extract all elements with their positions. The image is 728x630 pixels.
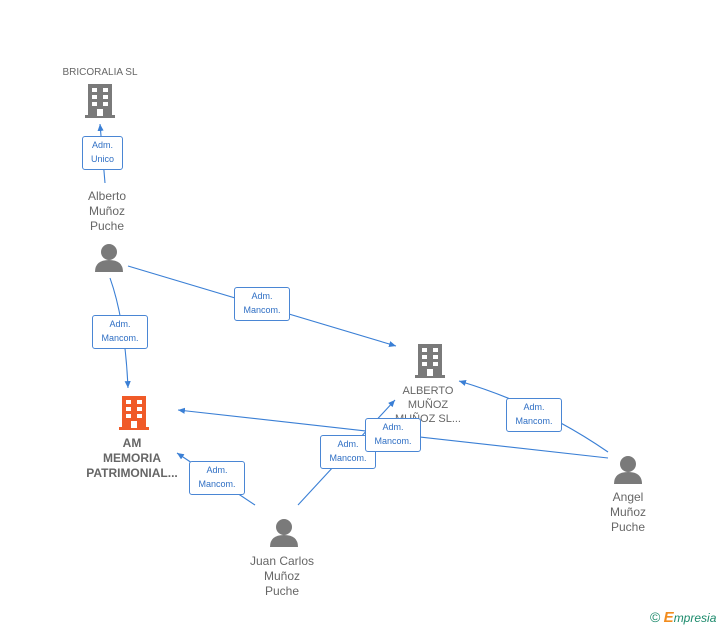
copyright-icon: © xyxy=(650,609,661,625)
edge-role-type: Mancom. xyxy=(374,436,412,446)
node-name-line3: PATRIMONIAL... xyxy=(86,466,178,480)
building-icon xyxy=(85,84,115,118)
node-name-line1: Angel xyxy=(612,490,644,504)
node-name-line2: Muñoz xyxy=(88,204,126,218)
node-name-line3: Puche xyxy=(264,584,300,598)
node-label-angel[interactable]: Angel Muñoz Puche xyxy=(588,490,668,535)
edge-role: Adm. xyxy=(251,291,273,301)
edge-role-type: Mancom. xyxy=(329,453,367,463)
edge-role-type: Mancom. xyxy=(198,479,236,489)
node-name: BRICORALIA SL xyxy=(62,67,138,78)
node-name-line2: Muñoz xyxy=(263,569,301,583)
edge-role-type: Mancom. xyxy=(243,305,281,315)
person-icon xyxy=(614,456,642,484)
edge-role: Adm. xyxy=(109,319,131,329)
person-icon xyxy=(95,244,123,272)
building-icon-highlight xyxy=(119,396,149,430)
brand-name: mpresia xyxy=(673,611,717,625)
node-name-line2: Muñoz xyxy=(609,505,647,519)
edge-role: Adm. xyxy=(91,140,113,150)
edge-label-adm-mancom[interactable]: Adm. Mancom. xyxy=(506,398,562,432)
node-name-line2: MUÑOZ xyxy=(407,399,449,411)
node-name-line1: AM xyxy=(122,436,142,450)
brand-logo-letter: E xyxy=(663,609,674,626)
edge-role: Adm. xyxy=(382,422,404,432)
building-icon xyxy=(415,344,445,378)
edge-role: Adm. xyxy=(337,439,359,449)
node-name-line2: MEMORIA xyxy=(103,451,161,465)
node-name-line1: Juan Carlos xyxy=(249,554,315,568)
node-label-bricoralia[interactable]: BRICORALIA SL xyxy=(40,65,160,80)
edge-label-adm-mancom[interactable]: Adm. Mancom. xyxy=(92,315,148,349)
edge-role-type: Mancom. xyxy=(101,333,139,343)
edge-role-type: Mancom. xyxy=(515,416,553,426)
edge-label-adm-mancom[interactable]: Adm. Mancom. xyxy=(234,287,290,321)
edge-label-adm-unico[interactable]: Adm. Unico xyxy=(82,136,123,170)
node-name-line1: ALBERTO xyxy=(402,385,454,397)
node-name-line3: Puche xyxy=(89,219,125,233)
person-icon xyxy=(270,519,298,547)
edge-role-type: Unico xyxy=(90,154,114,164)
edge-label-adm-mancom[interactable]: Adm. Mancom. xyxy=(189,461,245,495)
node-label-am-memoria[interactable]: AM MEMORIA PATRIMONIAL... xyxy=(72,436,192,481)
brand-watermark: © Empresia xyxy=(650,609,716,626)
node-label-alberto-person[interactable]: Alberto Muñoz Puche xyxy=(62,189,152,234)
node-name-line1: Alberto xyxy=(87,189,127,203)
node-label-juan-carlos[interactable]: Juan Carlos Muñoz Puche xyxy=(236,554,328,599)
edge-label-adm-mancom[interactable]: Adm. Mancom. xyxy=(365,418,421,452)
edge-role: Adm. xyxy=(206,465,228,475)
node-name-line3: Puche xyxy=(610,520,646,534)
edge-role: Adm. xyxy=(523,402,545,412)
